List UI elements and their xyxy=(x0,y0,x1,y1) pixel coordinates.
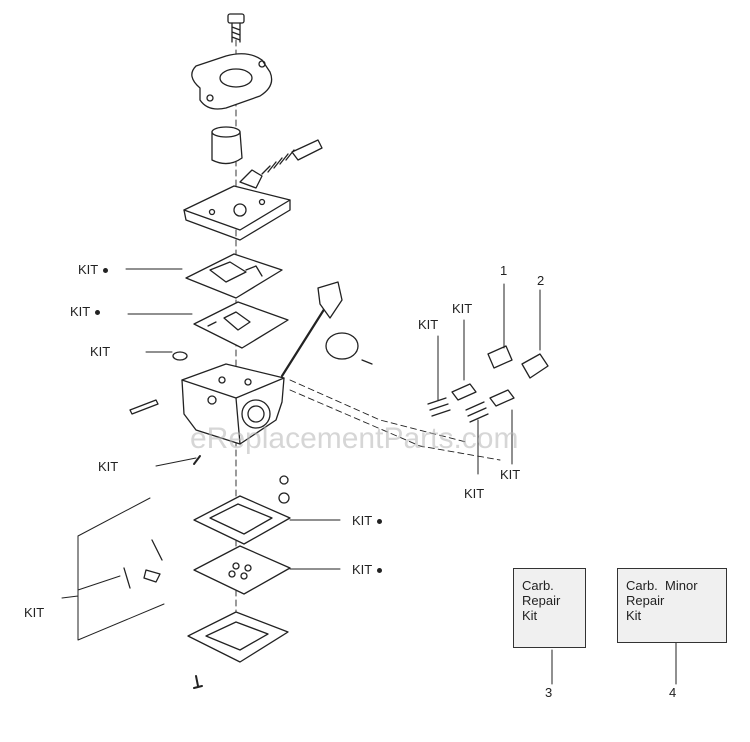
leader-lines xyxy=(125,268,677,685)
kit-box-line: Carb. Minor xyxy=(626,578,698,593)
top-screw-part xyxy=(227,13,245,43)
pump-gasket-part xyxy=(193,495,291,545)
bottom-screw-part xyxy=(193,675,203,689)
pump-diaphragm-part xyxy=(193,545,291,595)
bullet-dot xyxy=(377,519,383,525)
intake-flange-part xyxy=(191,53,273,110)
kit-box-line: Repair xyxy=(522,593,561,608)
idle-spring-screw-part xyxy=(261,139,323,175)
metering-cover-part xyxy=(183,185,291,241)
metering-gasket-part xyxy=(193,301,289,349)
metering-diaphragm-part xyxy=(185,253,283,299)
kit-box-line: Carb. xyxy=(522,578,554,593)
part-number-4: 4 xyxy=(669,685,677,700)
limiter-caps-part xyxy=(487,345,549,379)
watermark-text: eReplacementParts.com xyxy=(190,422,519,455)
filter-sleeve-part xyxy=(211,126,243,165)
part-number-2: 2 xyxy=(537,273,545,288)
kit-label-10: KIT xyxy=(500,467,521,482)
kit-box-line: Kit xyxy=(626,608,642,623)
bullet-dot xyxy=(103,268,109,274)
kit-label-2: KIT xyxy=(70,305,101,319)
kit-label-3: KIT xyxy=(90,344,111,359)
pivot-pin-part xyxy=(129,399,159,415)
kit-label-5: KIT xyxy=(24,605,45,620)
carburetor-body-part xyxy=(181,363,285,445)
kit-label-8: KIT xyxy=(418,317,439,332)
pump-cover-part xyxy=(187,611,289,663)
small-screws-part xyxy=(123,455,290,589)
needle-dashed-leader xyxy=(289,379,501,461)
part-number-3: 3 xyxy=(545,685,553,700)
kit-bracket xyxy=(61,497,165,641)
throttle-lever-part xyxy=(239,169,263,189)
kit-label-11: KIT xyxy=(464,486,485,501)
bullet-dot xyxy=(95,310,101,316)
kit-label-9: KIT xyxy=(452,301,473,316)
kit-label-1: KIT xyxy=(78,263,109,277)
kit-label-6: KIT xyxy=(352,514,383,528)
carb-repair-kit-box[interactable]: Carb. Repair Kit xyxy=(513,568,586,648)
part-number-1: 1 xyxy=(500,263,508,278)
bullet-dot xyxy=(377,568,383,574)
carb-minor-repair-kit-box[interactable]: Carb. Minor Repair Kit xyxy=(617,568,727,643)
kit-label-7: KIT xyxy=(352,563,383,577)
throttle-shaft-part xyxy=(280,281,373,378)
inlet-screen-part xyxy=(172,351,188,361)
kit-box-line: Kit xyxy=(522,608,538,623)
kit-label-4: KIT xyxy=(98,459,119,474)
kit-box-line: Repair xyxy=(626,593,665,608)
needle-springs-part xyxy=(427,383,515,423)
